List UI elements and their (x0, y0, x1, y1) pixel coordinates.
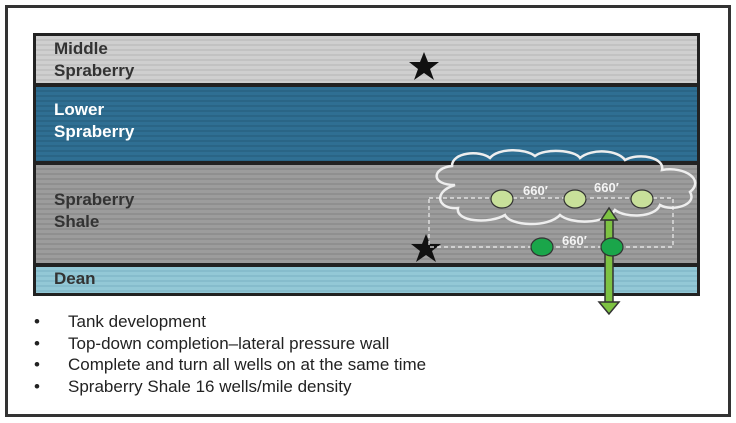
layer-label-line: Lower (54, 100, 105, 119)
well-upper (490, 189, 514, 209)
well-lower (600, 237, 624, 257)
arrow-shaft (604, 219, 614, 305)
slide-frame (5, 5, 731, 417)
layer-middle-spraberry: Middle Spraberry (36, 36, 697, 83)
layer-label-line: Middle (54, 39, 108, 58)
bullet-item: • Top-down completion–lateral pressure wa… (34, 333, 426, 355)
bullet-text: Complete and turn all wells on at the sa… (68, 355, 427, 375)
bullet-dot: • (34, 377, 40, 397)
layer-label: Spraberry Shale (54, 189, 134, 233)
layer-label-line: Shale (54, 212, 100, 231)
layer-label: Lower Spraberry (54, 99, 134, 143)
layer-label-line: Spraberry (54, 61, 135, 80)
star-icon (409, 52, 439, 80)
layer-lower-spraberry: Lower Spraberry (36, 87, 697, 161)
bullet-text: Top-down completion–lateral pressure wal… (68, 333, 390, 353)
bullet-item: • Tank development (34, 311, 426, 333)
layer-label-line: Spraberry (54, 122, 135, 141)
bullet-dot: • (34, 312, 40, 331)
well-upper (563, 189, 587, 209)
bullet-text: Tank development (68, 312, 206, 331)
well-lower (530, 237, 554, 257)
star-icon (411, 234, 441, 262)
bullet-item: • Complete and turn all wells on at the s… (34, 354, 426, 376)
frac-cloud (435, 149, 697, 226)
spacing-label: 660′ (594, 180, 619, 195)
layer-dean: Dean (36, 267, 697, 293)
bullet-dot: • (34, 333, 40, 353)
bullet-dot: • (34, 355, 40, 375)
bullet-list: • Tank development • Top-down completion–l… (34, 311, 426, 398)
arrow-down-icon (597, 301, 621, 316)
spacing-label: 660′ (523, 183, 548, 198)
layer-label: Middle Spraberry (54, 38, 134, 82)
bullet-text: Spraberry Shale 16 wells/mile density (68, 377, 352, 397)
stratigraphy-diagram: Middle Spraberry Lower Spraberry Spraber… (33, 33, 700, 296)
bullet-item: • Spraberry Shale 16 wells/mile density (34, 376, 426, 398)
layer-label-line: Spraberry (54, 190, 135, 209)
spacing-label: 660′ (562, 233, 587, 248)
arrow-up-icon (599, 206, 619, 221)
well-upper (630, 189, 654, 209)
